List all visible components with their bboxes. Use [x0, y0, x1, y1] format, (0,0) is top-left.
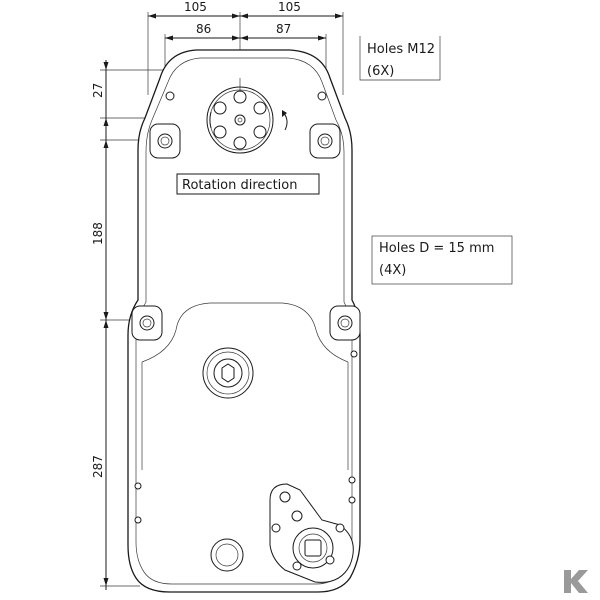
- note-holes-m12: Holes M12 (6X): [359, 36, 441, 81]
- bottom-fitting: [210, 538, 244, 572]
- m12-hole: [233, 136, 247, 150]
- dim-top-total-left: 105: [184, 0, 207, 14]
- dim-left-middle: 188: [91, 222, 105, 245]
- mounting-bosses: [131, 123, 361, 341]
- mounting-hole: [139, 315, 155, 331]
- m12-hole: [213, 101, 227, 115]
- brand-logo: K: [560, 567, 590, 595]
- note-rotation-text: Rotation direction: [182, 178, 297, 193]
- mounting-hole: [157, 133, 173, 149]
- dim-left-bottom: 287: [91, 455, 105, 478]
- output-flange: [206, 78, 288, 154]
- mounting-hole: [317, 133, 333, 149]
- note-holes-d15-count: (4X): [379, 263, 406, 278]
- m12-hole: [253, 125, 267, 139]
- m12-hole: [253, 101, 267, 115]
- m12-hole: [233, 90, 247, 104]
- note-holes-m12-count: (6X): [367, 64, 394, 79]
- manual-override: [269, 483, 354, 583]
- top-dimensions: 105 105 86 87: [147, 0, 344, 110]
- dim-top-total-right: 105: [278, 0, 301, 14]
- small-corner-holes: [134, 91, 358, 524]
- note-rotation-direction: Rotation direction: [176, 173, 320, 195]
- note-holes-m12-title: Holes M12: [367, 42, 435, 57]
- note-holes-d15-title: Holes D = 15 mm: [379, 241, 494, 256]
- mounting-hole: [337, 315, 353, 331]
- dim-top-inner-left: 86: [196, 22, 211, 36]
- center-fitting: [202, 347, 254, 399]
- m12-hole: [213, 125, 227, 139]
- dim-top-inner-right: 87: [276, 22, 291, 36]
- dim-left-top: 27: [91, 83, 105, 98]
- note-holes-d15: Holes D = 15 mm (4X): [371, 235, 513, 285]
